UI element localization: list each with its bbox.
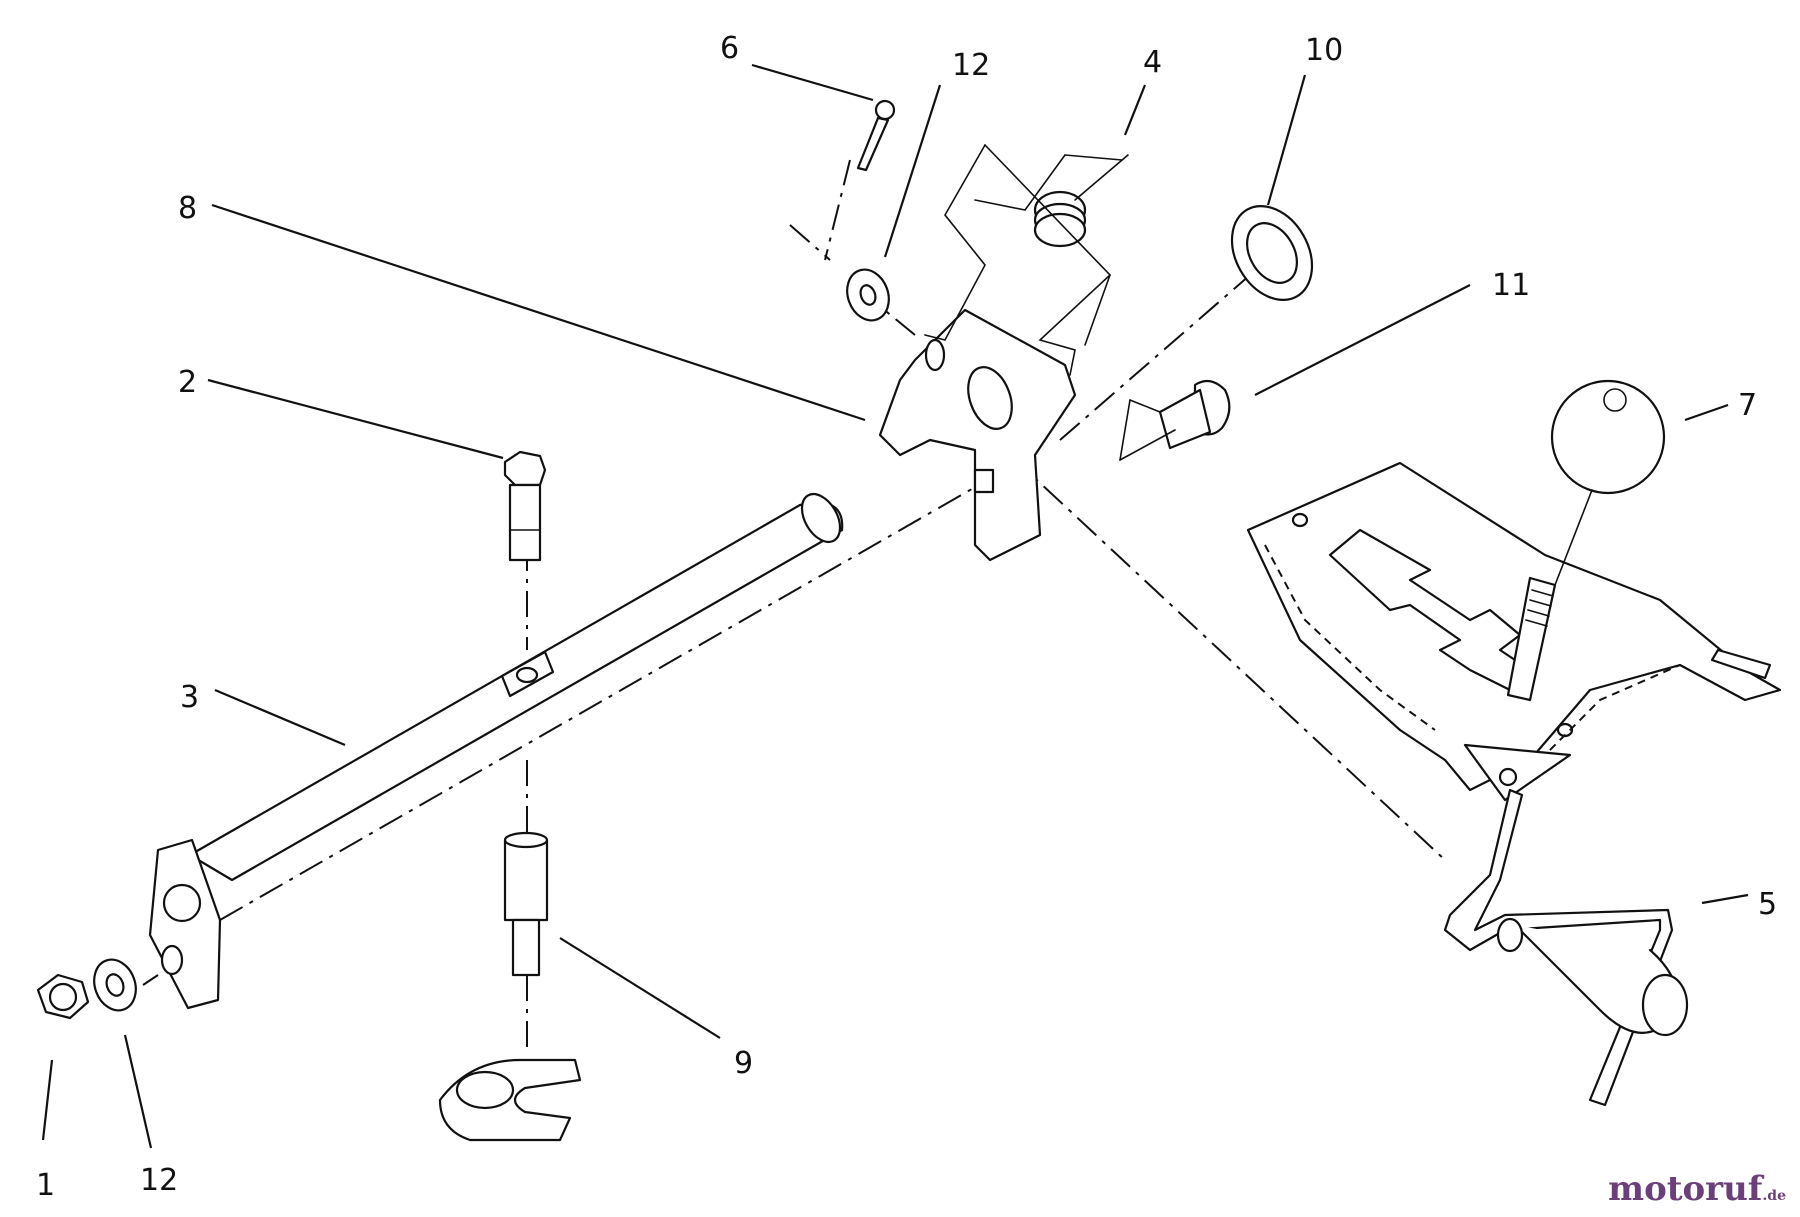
callout-2: 2 [178,365,197,400]
callout-9: 9 [734,1046,753,1081]
callout-11: 11 [1492,268,1530,303]
leader-lines [41,63,1749,1149]
callout-7: 7 [1738,388,1757,423]
shift-gate-plate [1246,461,1782,802]
shift-shaft-tube [148,493,844,1010]
cotter-pin [856,99,896,172]
callout-10: 10 [1305,33,1343,68]
shift-lever-rod [1443,788,1689,1107]
callout-3: 3 [180,680,199,715]
torsion-spring [924,144,1129,376]
callout-labels: 1 2 3 4 5 6 7 8 9 10 11 12 12 [36,31,1777,1203]
watermark-logo: motoruf.de [1608,1169,1786,1209]
lock-nut [36,973,90,1020]
shift-knob [1550,379,1666,495]
hex-standoff [503,831,549,977]
callout-4: 4 [1143,45,1162,80]
assembly-axis-lines [142,159,1446,1050]
pivot-bracket [878,308,1077,562]
watermark-suffix: .de [1762,1188,1786,1204]
callout-12-top: 12 [952,48,990,83]
watermark-brand: motoruf [1608,1169,1763,1209]
callout-6: 6 [720,31,739,66]
callout-8: 8 [178,191,197,226]
flat-washer-left [93,958,137,1012]
callout-12-bottom: 12 [140,1163,178,1198]
hex-bolt [503,450,547,562]
threaded-stud [1506,489,1593,702]
shift-fork [438,1058,582,1142]
carriage-bolt [1119,379,1231,461]
flat-washer-top [846,268,890,322]
callout-1: 1 [36,1168,55,1203]
callout-5: 5 [1758,887,1777,922]
wave-washer [1230,205,1314,301]
